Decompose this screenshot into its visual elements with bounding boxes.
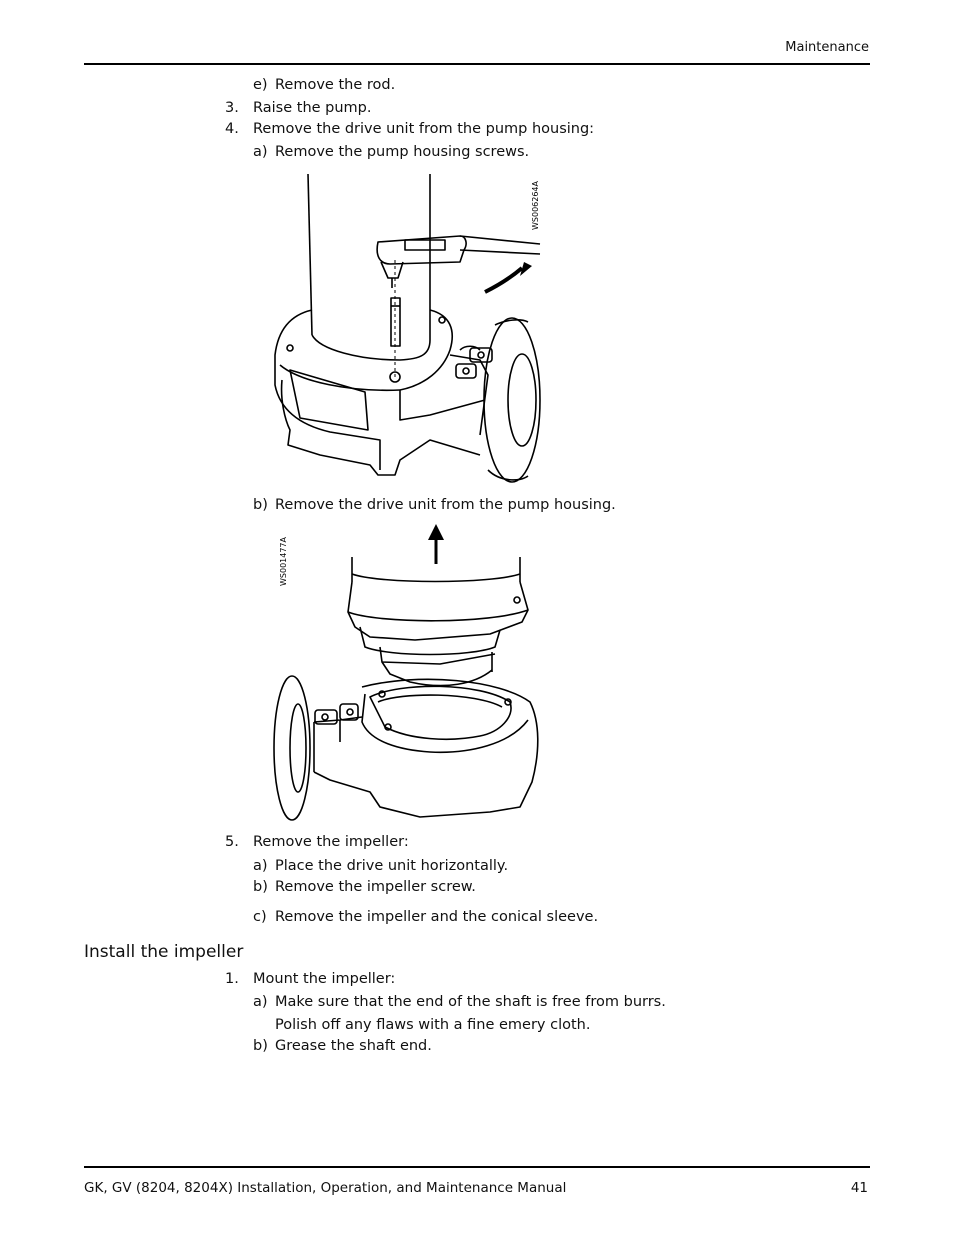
substep-text: Grease the shaft end.	[275, 1038, 432, 1054]
substep-text: Remove the drive unit from the pump hous…	[275, 497, 616, 513]
step-number: 1.	[225, 971, 239, 987]
substep-text: Remove the rod.	[275, 77, 396, 93]
figure-remove-housing-screws: WS006264A	[274, 173, 541, 483]
substep-label: e)	[253, 77, 268, 93]
substep-text: Remove the pump housing screws.	[275, 144, 530, 160]
step-number: 5.	[225, 834, 239, 850]
page-number: 41	[850, 1180, 868, 1196]
substep-text-continued: Polish off any flaws with a fine emery c…	[275, 1017, 591, 1033]
substep-text: Make sure that the end of the shaft is f…	[275, 994, 666, 1010]
figure-code: WS001477A	[279, 536, 288, 586]
substep-label: b)	[253, 1038, 268, 1054]
footer-rule	[84, 1166, 870, 1168]
step-text: Mount the impeller:	[253, 971, 396, 987]
substep-text: Place the drive unit horizontally.	[275, 858, 509, 874]
substep-label: a)	[253, 144, 268, 160]
substep-label: a)	[253, 994, 268, 1010]
substep-text: Remove the impeller screw.	[275, 879, 476, 895]
substep-label: a)	[253, 858, 268, 874]
substep-text: Remove the impeller and the conical slee…	[275, 909, 599, 925]
substep-label: b)	[253, 497, 268, 513]
substep-label: c)	[253, 909, 267, 925]
footer-manual-title: GK, GV (8204, 8204X) Installation, Opera…	[84, 1180, 567, 1196]
step-text: Remove the drive unit from the pump hous…	[253, 121, 595, 137]
step-number: 4.	[225, 121, 239, 137]
step-number: 3.	[225, 100, 239, 116]
running-header: Maintenance	[785, 40, 869, 55]
section-heading: Install the impeller	[84, 942, 244, 962]
substep-label: b)	[253, 879, 268, 895]
step-text: Raise the pump.	[253, 100, 372, 116]
figure-code: WS006264A	[531, 180, 540, 230]
step-text: Remove the impeller:	[253, 834, 409, 850]
figure-lift-drive-unit: WS001477A	[273, 524, 539, 821]
header-rule	[84, 63, 870, 65]
